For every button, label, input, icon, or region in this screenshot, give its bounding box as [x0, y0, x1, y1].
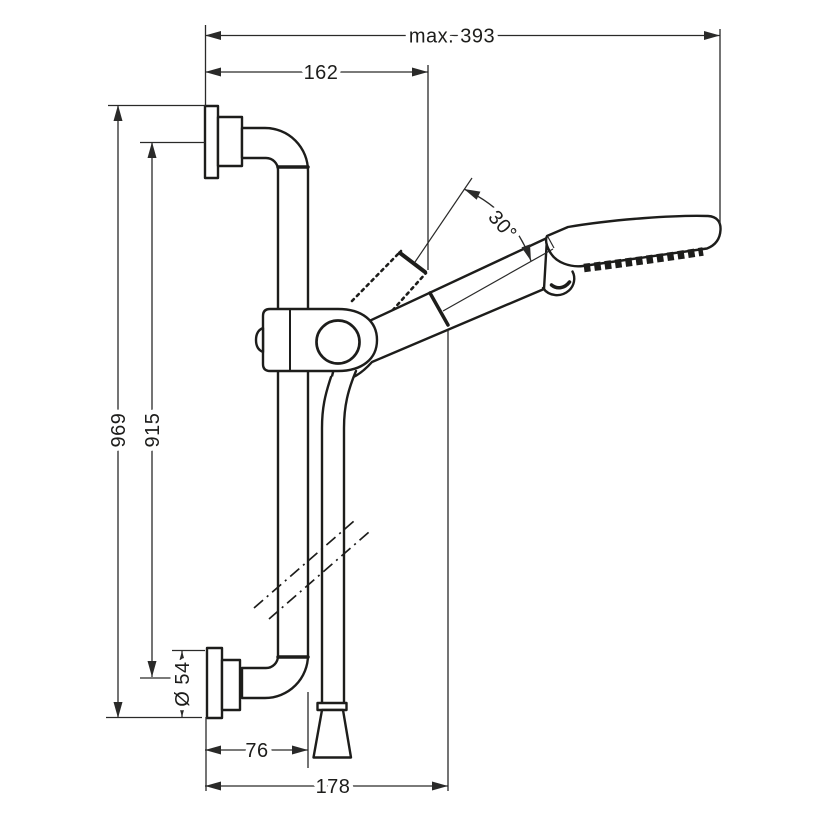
hose-nut: [316, 701, 348, 712]
slide-bar-tube: [240, 126, 310, 700]
release-button: [254, 326, 265, 354]
dim-escutcheon-diameter-label: Ø 54: [172, 661, 194, 706]
dim-hose-wall-offset-label: 178: [316, 776, 351, 798]
shower-head: [541, 214, 722, 297]
wall-bar-assembly: [203, 104, 310, 720]
top-wall-bracket: [203, 104, 244, 180]
head-inlet-hook: [541, 270, 576, 297]
head-shell: [544, 214, 722, 268]
dimension-bar-wall-offset: 76: [205, 736, 308, 767]
dimension-escutcheon-diameter: Ø 54: [168, 651, 199, 717]
ghost-axis-line: [414, 177, 473, 263]
top-escutcheon: [203, 104, 220, 180]
dim-bar-wall-offset-label: 76: [245, 740, 268, 762]
handle-axis-end-tick: [547, 236, 555, 249]
head-inlet-hook-inner: [549, 280, 572, 290]
dimension-hole-distance: 915: [138, 142, 169, 677]
dimension-bar-total-height: 969: [104, 105, 135, 718]
dim-bar-total-height-label: 969: [108, 413, 130, 448]
dim-max-width-label: max. 393: [409, 26, 495, 48]
top-bracket-block: [216, 115, 244, 168]
break-mark-2: [268, 531, 370, 620]
bottom-bracket-block: [220, 658, 242, 712]
handle-junction-line: [428, 291, 450, 327]
shower-hose: [253, 369, 370, 759]
handle-axis-line: [442, 248, 554, 312]
hose-conical-nut: [312, 708, 353, 759]
ghost-end-cap: [398, 251, 427, 274]
dim-hole-distance-label: 915: [142, 413, 164, 448]
break-mark-1: [253, 520, 355, 609]
bottom-wall-bracket: [205, 646, 242, 720]
hose-left-edge: [320, 375, 333, 708]
dimension-max-width: max. 393: [205, 21, 720, 52]
dimension-extension-lines: [106, 25, 721, 791]
hose-fill: [322, 371, 356, 706]
angle-arc: [463, 188, 532, 262]
hose-break-marks: [253, 520, 370, 620]
dim-bracket-reach-label: 162: [304, 62, 339, 84]
angle-label: 30°: [484, 206, 521, 244]
pivot-knob: [315, 319, 361, 365]
spray-nozzle-band: [583, 247, 704, 273]
hose-right-edge: [342, 369, 358, 708]
bottom-escutcheon: [205, 646, 224, 720]
dimension-bracket-reach: 162: [205, 58, 428, 89]
ghost-edge-upper: [350, 249, 403, 303]
dimension-hose-wall-offset: 178: [205, 772, 448, 803]
slider-holder: [254, 307, 379, 373]
